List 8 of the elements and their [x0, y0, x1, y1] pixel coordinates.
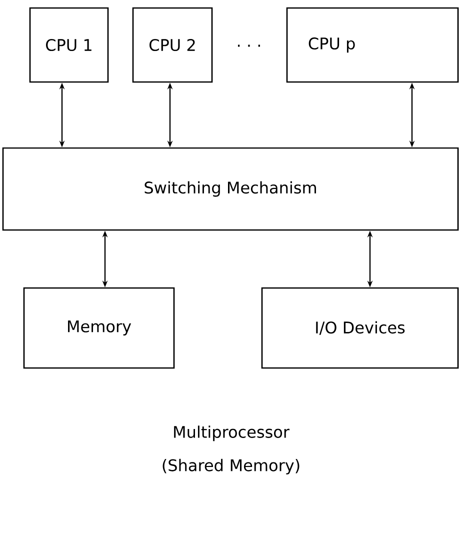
caption: Multiprocessor (Shared Memory)	[162, 426, 300, 474]
box: CPU 1	[29, 7, 109, 83]
box: Memory	[23, 287, 175, 369]
box: Switching Mechanism	[2, 147, 459, 231]
box: CPU p	[286, 7, 459, 83]
box: I/O Devices	[261, 287, 459, 369]
box: CPU 2	[132, 7, 213, 83]
ellipsis: · · ·	[238, 44, 260, 47]
